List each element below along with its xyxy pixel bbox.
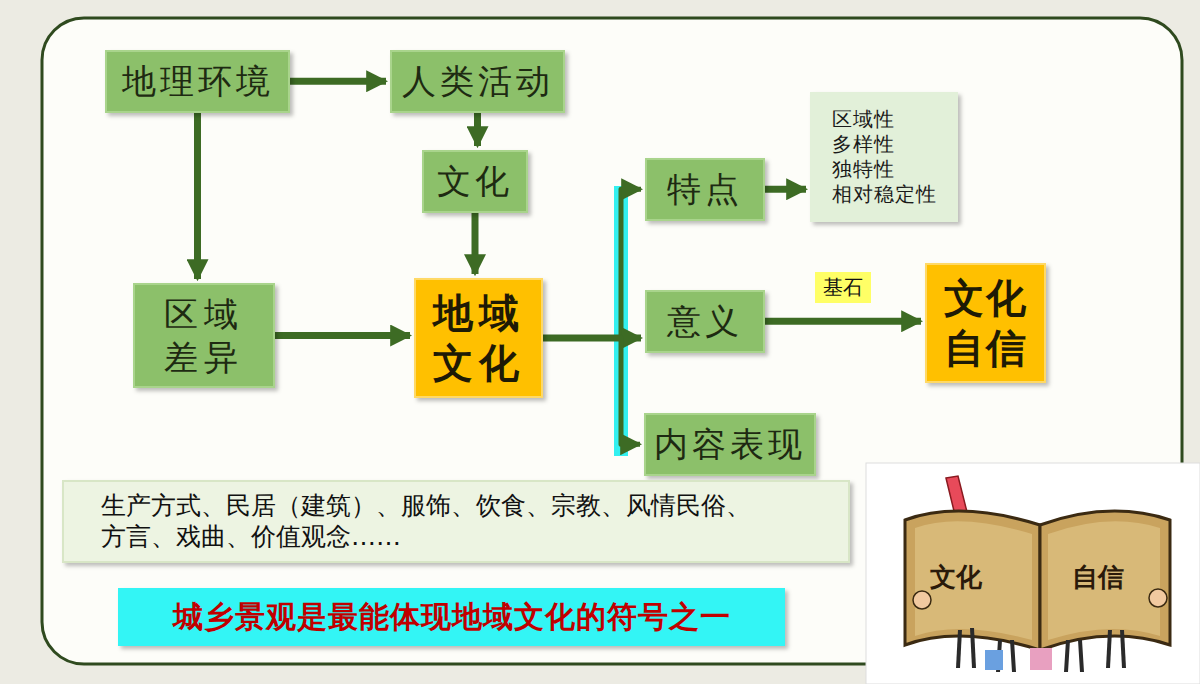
arrow-connector [765,318,921,325]
box-text: 区域 差异 [160,293,248,378]
text-box: 文化 自信 [925,263,1046,383]
arrow-connector [275,332,410,339]
arrow-connector [290,78,386,85]
text-box: 内容表现 [644,413,816,476]
box-text: 内容表现 [654,423,806,466]
book-text: 文化 [930,560,982,595]
box-text: 地理环境 [122,60,274,103]
text-box: 文化 [422,150,528,213]
box-text: 文化 自信 [934,273,1038,373]
text-box: 人类活动 [390,50,565,113]
illustration [866,463,1200,684]
arrow-connector [474,113,481,147]
text-box: 地理环境 [105,50,290,113]
book-text: 自信 [1072,560,1124,595]
box-text: 区域性 多样性 独特性 相对稳定性 [832,107,936,207]
frame [42,18,1182,664]
text-box: 特点 [645,158,765,221]
arrow-connector [543,338,640,444]
arrow-connector [543,189,641,338]
arrow-connector [765,186,806,193]
text-box: 生产方式、民居（建筑）、服饰、饮食、宗教、风情民俗、 方言、戏曲、价值观念…… [62,480,850,563]
box-text: 生产方式、民居（建筑）、服饰、饮食、宗教、风情民俗、 方言、戏曲、价值观念…… [101,490,811,553]
box-text: 人类活动 [402,60,554,103]
box-text: 特点 [667,168,743,211]
arrow-connector [472,213,479,275]
text-box: 意义 [645,290,765,353]
box-text: 城乡景观是最能体现地域文化的符号之一 [173,598,731,636]
text-box: 区域 差异 [133,283,275,388]
text-box: 地域 文化 [414,278,543,398]
arrow-connector [194,113,201,280]
box-text: 意义 [667,300,743,343]
text-box: 区域性 多样性 独特性 相对稳定性 [810,92,958,222]
edge-label: 基石 [815,272,871,303]
box-text: 文化 [437,160,513,203]
text-box: 城乡景观是最能体现地域文化的符号之一 [118,588,785,646]
box-text: 地域 文化 [427,288,531,388]
